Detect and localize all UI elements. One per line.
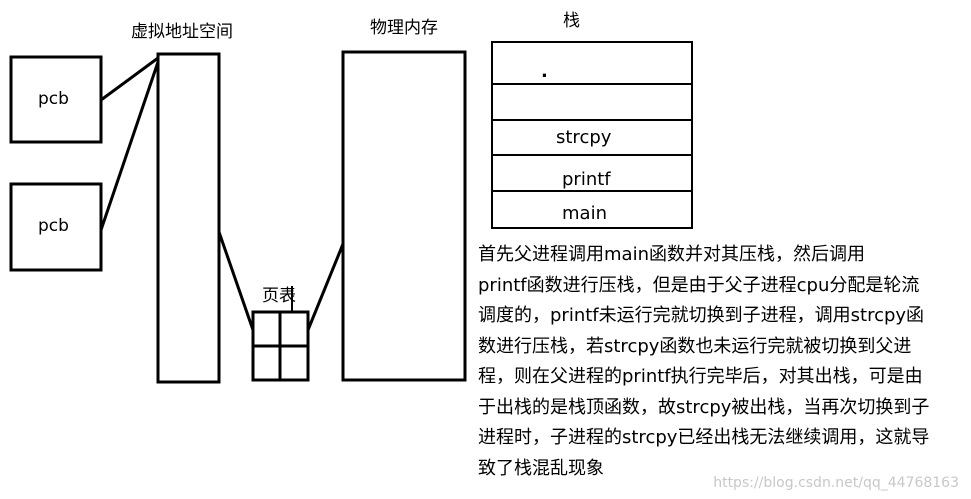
watermark: https://blog.csdn.net/qq_44768163 — [713, 475, 959, 491]
physical-memory-box — [341, 50, 467, 382]
stack-frame-printf: printf — [562, 169, 611, 190]
virtual-address-space-box — [156, 52, 221, 384]
pcb2-connector — [99, 61, 160, 231]
stack-frame-strcpy: strcpy — [556, 127, 612, 148]
pcb-label-1: pcb — [38, 89, 69, 109]
physical-memory-label: 物理内存 — [370, 18, 438, 38]
page-table-grid — [251, 286, 310, 382]
description-text: 首先父进程调用main函数并对其压栈，然后调用 printf函数进行压栈，但是由… — [478, 244, 930, 479]
virtual-to-page-table-line — [217, 231, 255, 331]
pcb1-connector — [100, 56, 159, 102]
stack-label: 栈 — [563, 11, 580, 31]
pcb-label-2: pcb — [38, 216, 69, 236]
page-table-to-physical-line — [306, 243, 345, 331]
stack-box — [491, 41, 693, 229]
page-table-label: 页表 — [262, 286, 296, 306]
stack-frame-dot: . — [541, 61, 548, 82]
stack-frame-main: main — [562, 203, 607, 224]
virtual-space-label: 虚拟地址空间 — [131, 22, 233, 42]
